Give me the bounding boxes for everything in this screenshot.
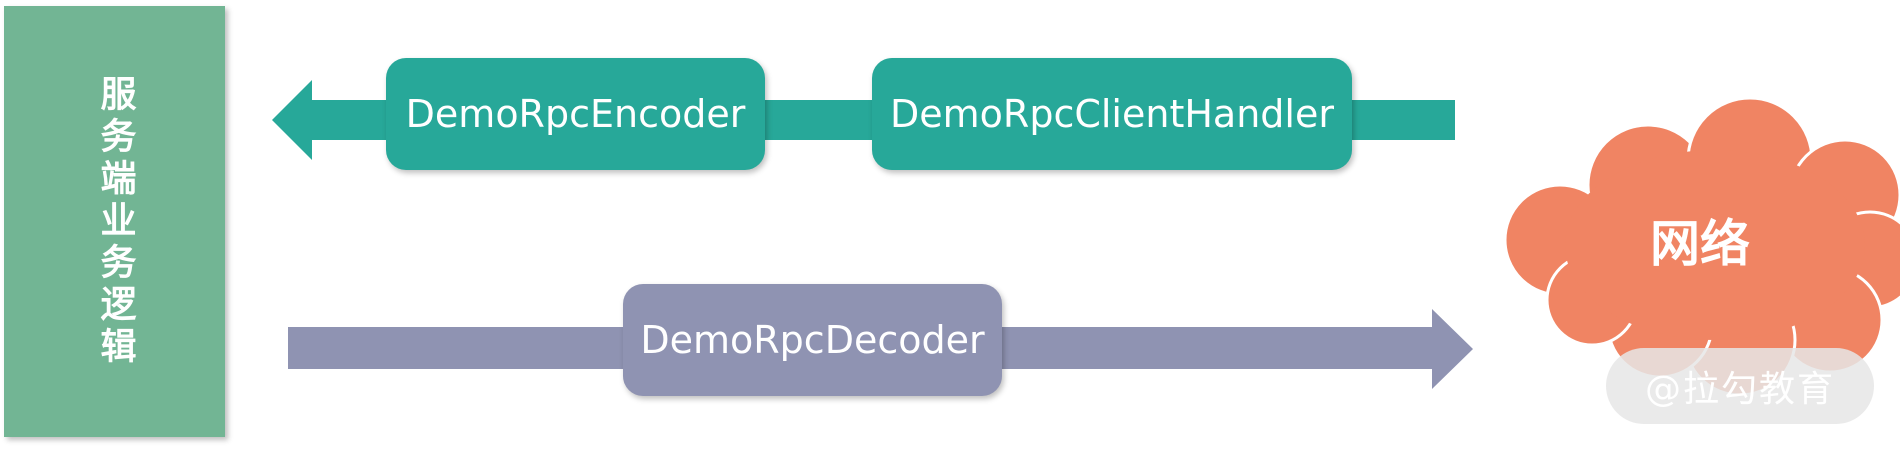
network-label: 网络 [1650, 215, 1750, 273]
demo-rpc-encoder-box: DemoRpcEncoder [386, 58, 765, 170]
demo-rpc-client-handler-box: DemoRpcClientHandler [872, 58, 1352, 170]
business-logic-panel: 服务端业务逻辑 [4, 6, 225, 437]
network-cloud [1503, 96, 1900, 397]
demo-rpc-decoder-box: DemoRpcDecoder [623, 284, 1002, 396]
watermark: @拉勾教育 [1606, 348, 1874, 424]
business-logic-label: 服务端业务逻辑 [94, 74, 136, 369]
